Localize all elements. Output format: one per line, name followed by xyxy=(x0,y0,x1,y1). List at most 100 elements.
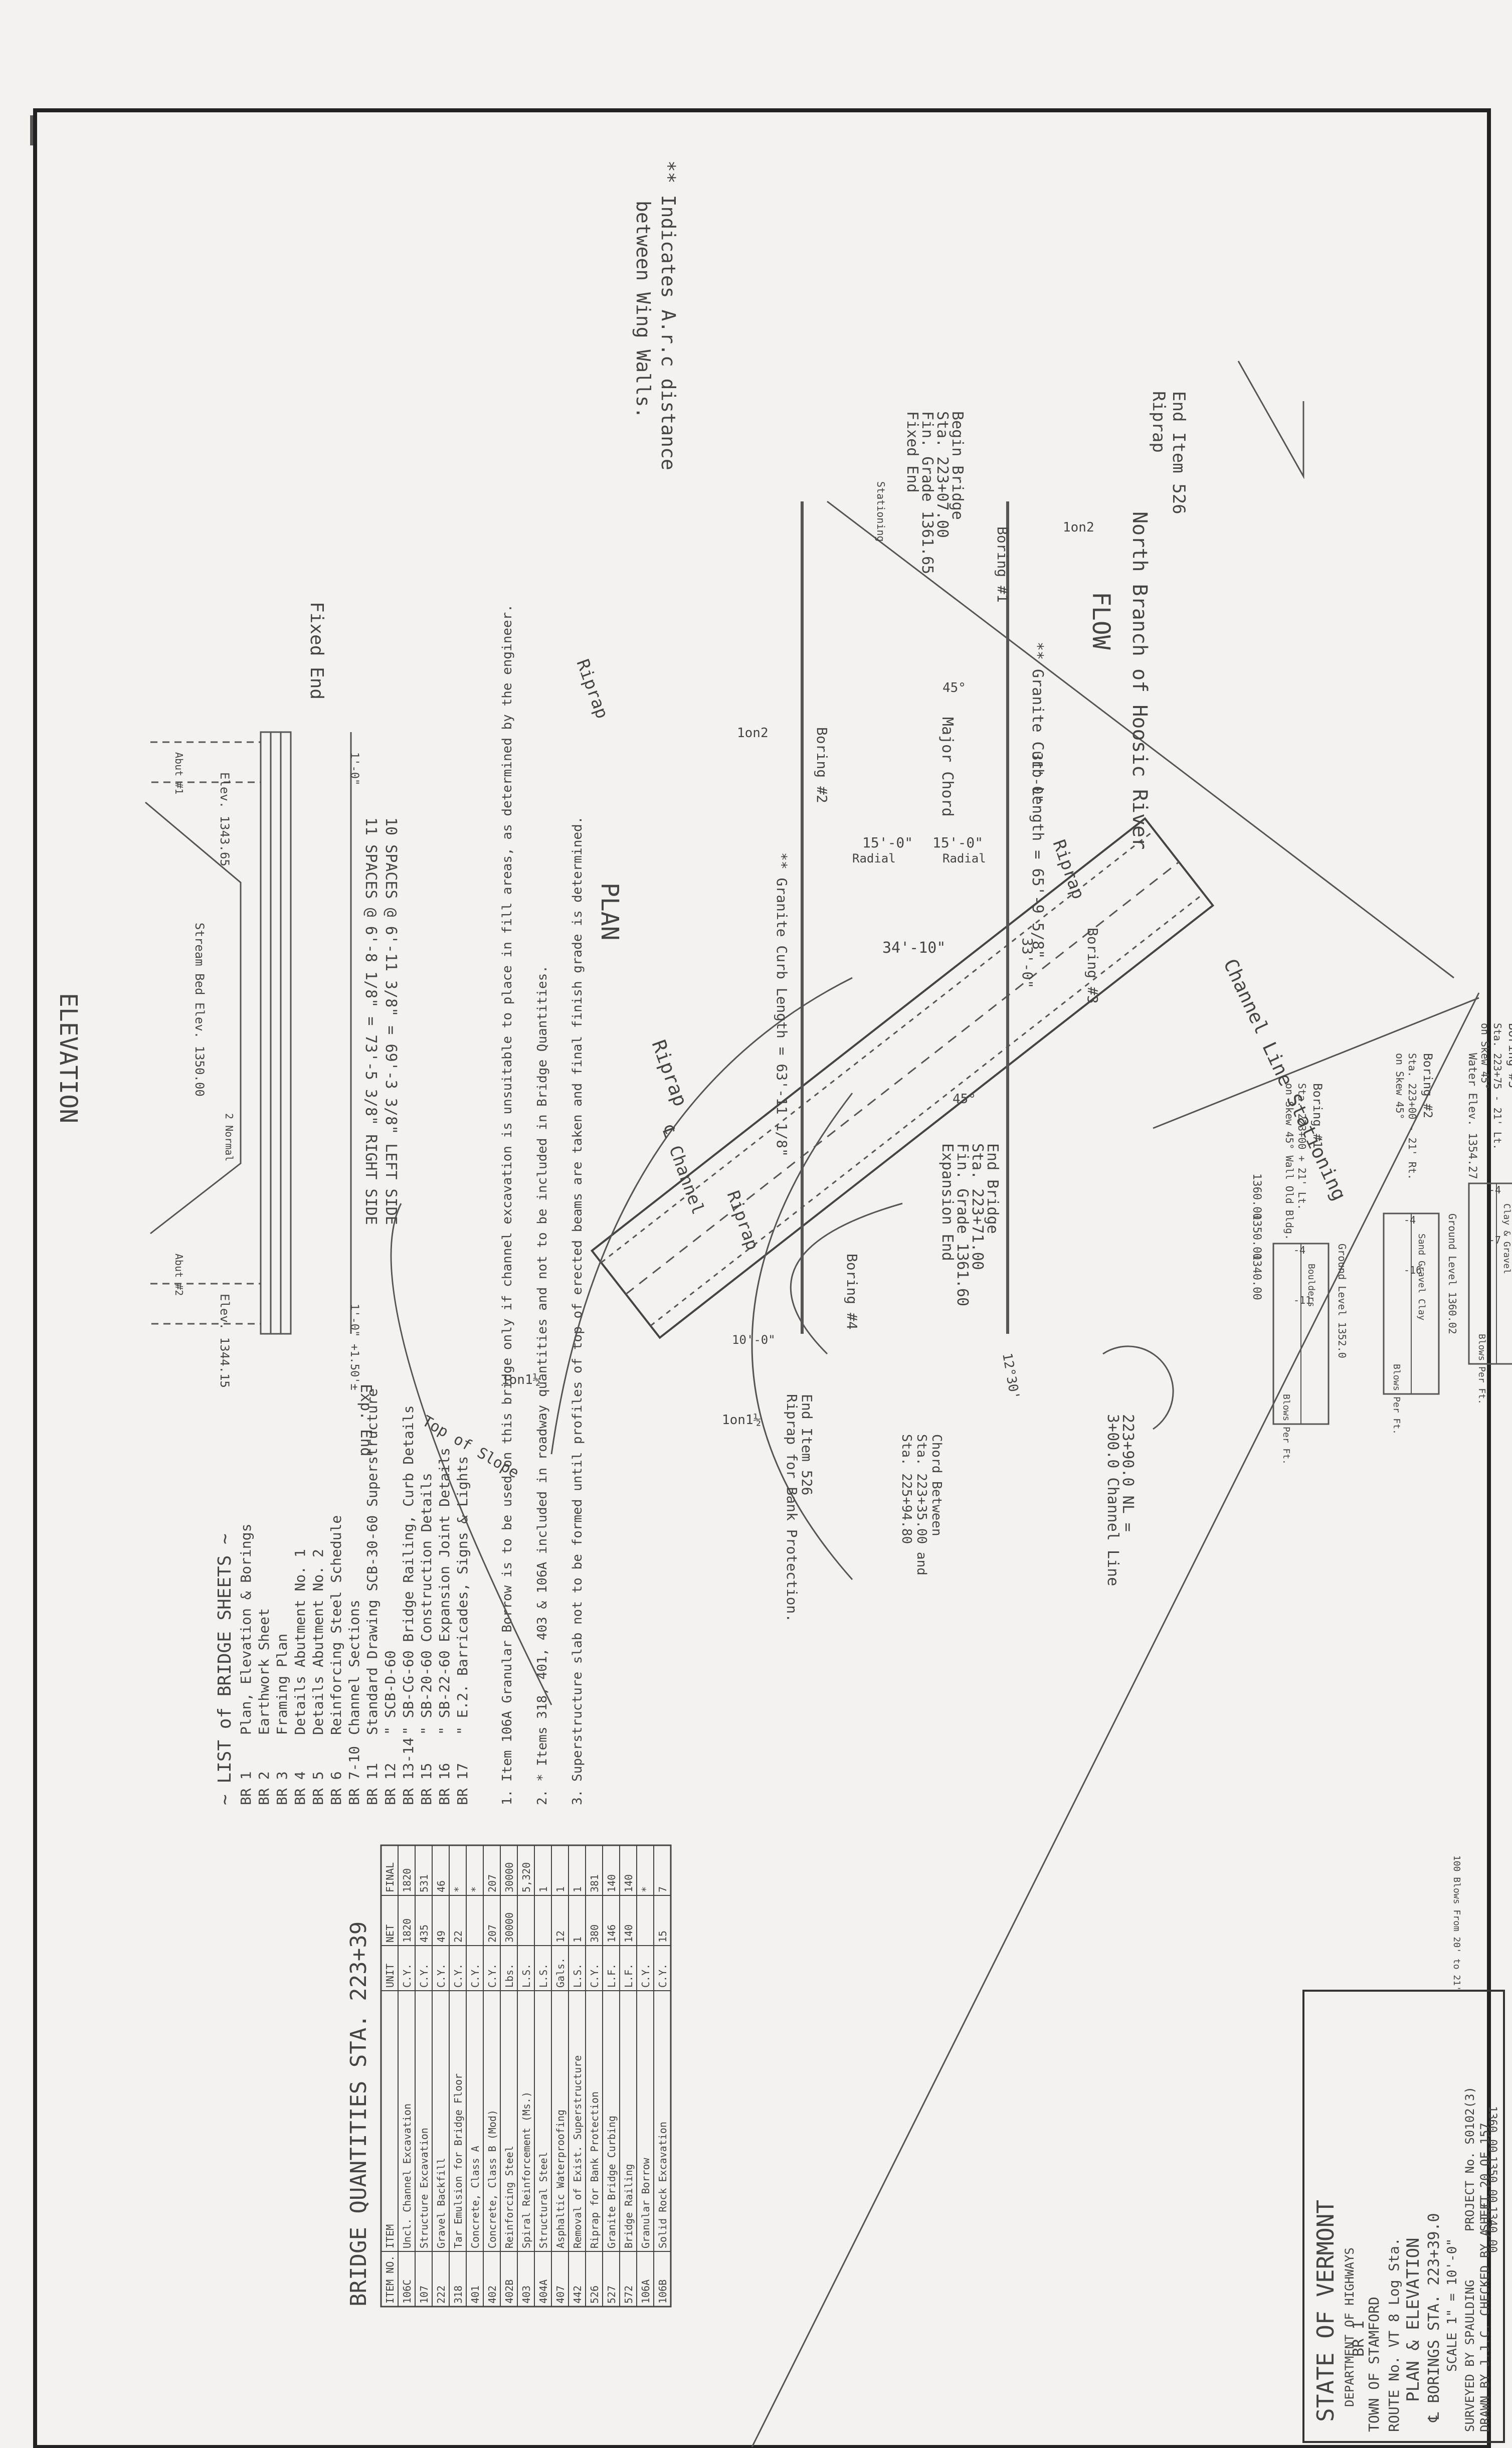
title-borings: ℄ BORINGS STA. 223+39.0 xyxy=(1425,2213,1443,2422)
quantities-title: BRIDGE QUANTITIES STA. 223+39 xyxy=(346,1921,371,2307)
plan-river-name: North Branch of Hoosic River xyxy=(1128,511,1151,849)
bridge-sheet-number: BR 15 xyxy=(418,1763,435,1805)
elevation-elev-right: Elev. 1344.15 xyxy=(218,1294,232,1388)
quantities-cell: 380 xyxy=(589,1925,601,1943)
plan-angle-45b: 45° xyxy=(953,1092,976,1107)
boring-layer: Boulders xyxy=(1306,1264,1316,1307)
plan-station-line-2: 3+00.0 Channel Line xyxy=(1104,1414,1121,1586)
elevation-abutment-1 xyxy=(150,741,262,783)
quantities-cell: Reinforcing Steel xyxy=(503,2146,515,2248)
quantities-cell: 527 xyxy=(606,2286,618,2304)
quantities-cell: 435 xyxy=(418,1925,430,1943)
bridge-deck xyxy=(590,817,1215,1339)
plan-angle-12: 12°30' xyxy=(999,1352,1022,1401)
plan-labels: PLAN North Branch of Hoosic River FLOW E… xyxy=(419,391,1351,1622)
plan-begin-bridge-1: Begin Bridge xyxy=(949,411,966,520)
quantities-header: NET xyxy=(384,1925,396,1943)
bridge-sheets-title: ~ LIST of BRIDGE SHEETS ~ xyxy=(215,1533,235,1805)
plan-boring-4: Boring #4 xyxy=(844,1254,860,1330)
bridge-sheet-number: BR 11 xyxy=(364,1763,381,1805)
boring-station: Sta. 223+00 + 21' Lt. xyxy=(1296,1083,1308,1210)
quantities-cell: L.S. xyxy=(572,1964,584,1988)
bridge-sheet-title: " SB-CG-60 Bridge Railing, Curb Details xyxy=(400,1406,417,1735)
boring-axis-label-right: 1350.00 xyxy=(1486,2156,1498,2203)
quantities-cell: Riprap for Bank Protection xyxy=(589,2091,601,2248)
elevation-view xyxy=(145,731,352,1335)
bridge-sheet-number: BR 2 xyxy=(256,1772,272,1805)
plan-riprap-top: Riprap xyxy=(1149,391,1169,453)
quantities-cell: 1 xyxy=(537,1886,549,1892)
channel-curve-1 xyxy=(550,977,853,1455)
bridge-sheet-number: BR 13-14 xyxy=(400,1737,417,1805)
plan-riprap-d: Riprap xyxy=(723,1188,763,1253)
title-route: ROUTE No. VT 8 Log Sta. xyxy=(1386,2237,1402,2432)
quantities-cell: Granite Bridge Curbing xyxy=(606,2116,618,2248)
quantities-cell: 222 xyxy=(435,2286,447,2304)
boring-station: Sta. 223+00 - 21' Rt. xyxy=(1406,1053,1418,1180)
elevation-stream-bed xyxy=(145,801,242,1235)
quantities-cell: 107 xyxy=(418,2286,430,2304)
quantities-cell: 7 xyxy=(657,1886,669,1892)
plan-begin-bridge-4: Fixed End xyxy=(903,411,921,493)
boring-axis-label: 1340.00 xyxy=(1250,1254,1263,1300)
plan-slope-1on2-a: 1on2 xyxy=(1063,520,1094,535)
quantities-cell: 318 xyxy=(452,2286,464,2304)
quantities-cell: 401 xyxy=(469,2286,481,2304)
elevation-deck xyxy=(260,731,292,1335)
elevation-elev-left: Elev. 1343.65 xyxy=(218,772,232,866)
quantities-cell: Structure Excavation xyxy=(418,2128,430,2248)
title-surveyed: SURVEYED BY SPAULDING xyxy=(1463,2280,1477,2432)
quantities-header: UNIT xyxy=(384,1964,396,1988)
quantities-cell: C.Y. xyxy=(469,1964,481,1988)
quantities-cell: Lbs. xyxy=(503,1964,515,1988)
title-drawn: DRAWN BY J.J.C. CHECKED BY A.I.C. xyxy=(1478,2193,1492,2432)
quantities-cell: * xyxy=(640,1886,652,1892)
general-note: 2. * Items 318, 401, 403 & 106A included… xyxy=(535,965,550,1805)
quantities-header: ITEM xyxy=(384,2224,396,2248)
quantities-cell: Structural Steel xyxy=(537,2152,549,2248)
quantities-cell: L.S. xyxy=(537,1964,549,1988)
quantities-cell: 12 xyxy=(554,1931,566,1943)
elevation-labels: ELEVATION Fixed End Exp. End Elev. 1343.… xyxy=(54,602,400,1457)
quantities-cell: Removal of Exist. Superstructure xyxy=(572,2055,584,2248)
bridge-sheet-number: BR 6 xyxy=(328,1772,344,1805)
boring-label: Boring #1 xyxy=(1310,1083,1325,1148)
channel-stationing-line xyxy=(751,992,1480,2447)
bridge-sheet-title: Standard Drawing SCB-30-60 Superstructur… xyxy=(364,1388,381,1735)
quantities-cell: 22 xyxy=(452,1931,464,1943)
quantities-header: FINAL xyxy=(384,1862,396,1892)
boring-depth-2: -11 xyxy=(1293,1294,1311,1306)
plan-angle-45a: 45° xyxy=(942,680,966,695)
plan-granite-curb-bottom: ** Granite Curb Length = 63'-11 1/8" xyxy=(774,852,790,1157)
boring-depth: -4 xyxy=(1293,1244,1305,1256)
quantities-header: ITEM NO. xyxy=(384,2255,396,2304)
bridge-sheet-title: " E.2. Barricades, Signs & Lights xyxy=(454,1456,471,1735)
elevation-spaces-left: 10 SPACES @ 6'-11 3/8" = 69'-3 3/8" LEFT… xyxy=(382,817,400,1225)
boring-depth-2: -16 xyxy=(1404,1264,1422,1276)
quantities-cell: C.Y. xyxy=(401,1964,413,1988)
channel-curve-3 xyxy=(790,1202,903,1355)
title-plan: PLAN & ELEVATION xyxy=(1403,2237,1423,2402)
quantities-cell: Gals. xyxy=(554,1958,566,1988)
bridge-sheet-number: BR 5 xyxy=(310,1772,326,1805)
quantities-cell: L.F. xyxy=(606,1964,618,1988)
quantities-cell: 1820 xyxy=(401,1868,413,1892)
boring-depth: -4 xyxy=(1489,1184,1501,1196)
bridge-curb-bottom xyxy=(650,893,1204,1327)
quantities-cell: 442 xyxy=(572,2286,584,2304)
bridge-sheet-number: BR 3 xyxy=(274,1772,290,1805)
boring-layer: Sand Gravel Clay xyxy=(1416,1234,1427,1321)
boring-water-elev: Water Elev. 1354.27 xyxy=(1466,1053,1478,1179)
quantities-cell: Bridge Railing xyxy=(623,2164,635,2248)
bridge-sheet-title: " SCB-D-60 xyxy=(382,1650,399,1735)
elevation-title: ELEVATION xyxy=(54,993,82,1123)
title-project: PROJECT No. S0102(3) xyxy=(1463,2086,1477,2231)
elevation-abut-2: Abut #2 xyxy=(173,1254,185,1296)
boring-station: Sta. 223+75 - 21' Lt. xyxy=(1491,1023,1503,1150)
quantities-cell: * xyxy=(469,1886,481,1892)
general-note: 1. Item 106A Granular Borrow is to be us… xyxy=(500,604,515,1805)
plan-riprap-a: Riprap xyxy=(648,1037,692,1109)
